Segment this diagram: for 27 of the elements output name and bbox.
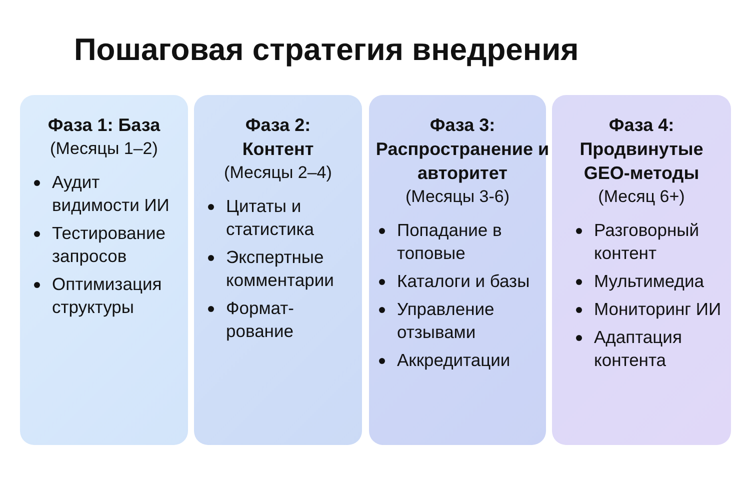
phase-period: (Месяц 6+) bbox=[597, 186, 686, 208]
bullet-item: Попадание в топовые bbox=[375, 219, 540, 265]
diagram-title: Пошаговая стратегия внедрения bbox=[74, 32, 579, 68]
bullet-item: Каталоги и базы bbox=[375, 270, 540, 293]
phase-period: (Месяцы 2–4) bbox=[223, 162, 333, 184]
bullet-item: Формат- рование bbox=[204, 297, 356, 343]
phase-card bbox=[552, 95, 731, 445]
bullet-item: Разговорный контент bbox=[572, 219, 725, 265]
bullet-item: Оптимизация структуры bbox=[30, 273, 182, 319]
bullet-item: Мультимедиа bbox=[572, 270, 725, 293]
bullet-item: Тестирование запросов bbox=[30, 222, 182, 268]
bullet-item: Цитаты и статистика bbox=[204, 195, 356, 241]
phase-heading: Фаза 4: Продвинутые GEO-методы bbox=[578, 114, 704, 185]
bullet-item: Управление отзывами bbox=[375, 298, 540, 344]
bullet-item: Адаптация контента bbox=[572, 326, 725, 372]
phase-period: (Месяцы 1–2) bbox=[49, 138, 159, 160]
bullet-item: Аудит видимости ИИ bbox=[30, 171, 182, 217]
phase-heading: Фаза 3: Распространение и авторитет bbox=[375, 114, 550, 185]
phase-card bbox=[20, 95, 188, 445]
phase-heading: Фаза 2: Контент bbox=[241, 114, 315, 161]
bullet-item: Аккредитации bbox=[375, 349, 540, 372]
phase-period: (Месяцы 3-6) bbox=[404, 186, 511, 208]
phase-card bbox=[194, 95, 362, 445]
phase-heading: Фаза 1: База bbox=[46, 114, 162, 137]
phase-card bbox=[369, 95, 546, 445]
bullet-item: Экспертные комментарии bbox=[204, 246, 356, 292]
bullet-item: Мониторинг ИИ bbox=[572, 298, 725, 321]
